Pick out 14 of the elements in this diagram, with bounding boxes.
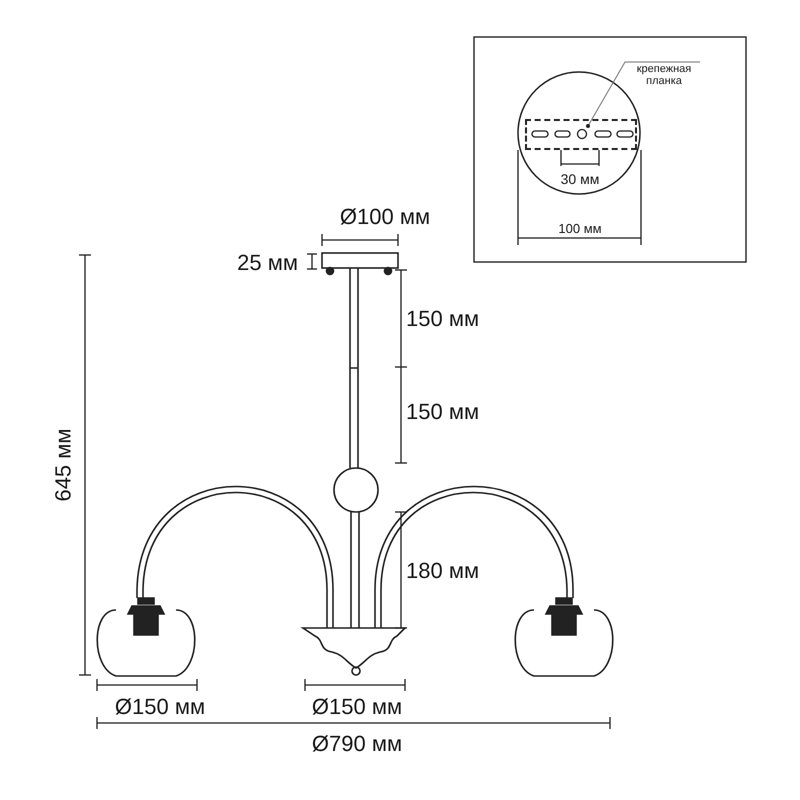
dimension-label: 150 мм: [406, 308, 480, 330]
dimension-label: 645 мм: [53, 428, 75, 502]
dimension-label: 100 мм: [558, 222, 602, 235]
dimension-label: 150 мм: [406, 401, 480, 423]
dimension-label: Ø150 мм: [114, 696, 206, 718]
dimension-label: 30 мм: [560, 172, 600, 186]
mounting-plate: [525, 119, 637, 150]
dimension-label: Ø790 мм: [312, 733, 402, 755]
dimension-label: Ø150 мм: [312, 696, 402, 718]
leader-line: [586, 62, 700, 128]
callout-text: крепежная планка: [628, 64, 700, 88]
dimension-label: 25 мм: [237, 252, 298, 274]
dimension-label: 180 мм: [406, 560, 480, 582]
dimension-label: Ø100 мм: [340, 206, 430, 228]
